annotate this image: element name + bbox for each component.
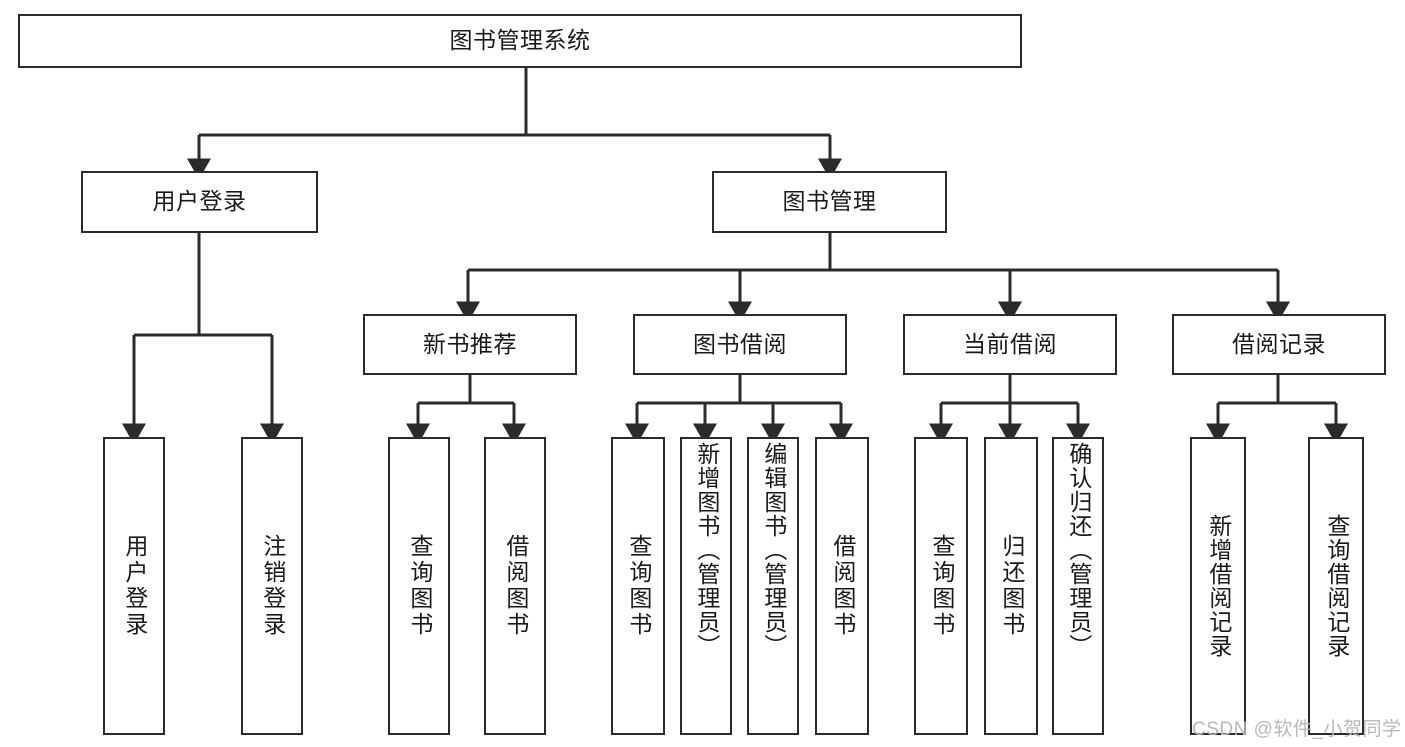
- node-leaf-logout[interactable]: 注销登录: [241, 437, 303, 735]
- node-leaf-borrow-book-borrow[interactable]: 借阅图书: [815, 437, 869, 735]
- node-user-login[interactable]: 用户登录: [81, 171, 318, 233]
- node-leaf-user-login[interactable]: 用户登录: [103, 437, 165, 735]
- node-leaf-add-book-admin[interactable]: 新增图书（管理员）: [680, 437, 732, 735]
- node-current-borrow[interactable]: 当前借阅: [903, 314, 1117, 375]
- node-leaf-confirm-return-admin[interactable]: 确认归还（管理员）: [1052, 437, 1104, 735]
- node-leaf-query-book-borrow[interactable]: 查询图书: [611, 437, 665, 735]
- csdn-watermark: CSDN @软件_小贺同学: [1192, 719, 1402, 740]
- node-borrow-record[interactable]: 借阅记录: [1172, 314, 1386, 375]
- node-book-manage[interactable]: 图书管理: [712, 171, 947, 233]
- node-root-system[interactable]: 图书管理系统: [18, 14, 1022, 68]
- node-leaf-edit-book-admin[interactable]: 编辑图书（管理员）: [747, 437, 799, 735]
- node-leaf-add-borrow-record[interactable]: 新增借阅记录: [1190, 437, 1246, 735]
- node-leaf-return-book[interactable]: 归还图书: [984, 437, 1038, 735]
- node-book-borrow[interactable]: 图书借阅: [633, 314, 847, 375]
- node-leaf-query-book-recommend[interactable]: 查询图书: [388, 437, 450, 735]
- node-leaf-query-book-current[interactable]: 查询图书: [914, 437, 968, 735]
- node-leaf-query-borrow-record[interactable]: 查询借阅记录: [1308, 437, 1364, 735]
- node-new-book-recommend[interactable]: 新书推荐: [363, 314, 577, 375]
- node-leaf-borrow-book-recommend[interactable]: 借阅图书: [484, 437, 546, 735]
